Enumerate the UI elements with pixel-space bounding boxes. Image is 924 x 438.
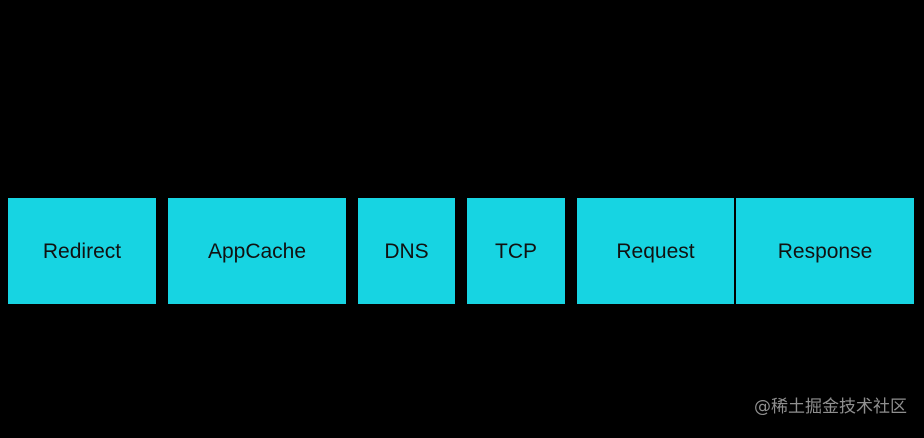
stage-label: Request xyxy=(616,239,695,263)
stage-label: Redirect xyxy=(42,239,122,263)
stage-label: Response xyxy=(777,239,873,263)
stage-tcp: TCP xyxy=(467,198,565,304)
stage-label: TCP xyxy=(495,239,537,263)
watermark-text: @稀土掘金技术社区 xyxy=(754,397,907,417)
stage-appcache: AppCache xyxy=(168,198,346,304)
stage-label: AppCache xyxy=(207,239,307,263)
stage-redirect: Redirect xyxy=(8,198,156,304)
stage-label: DNS xyxy=(384,239,429,263)
stage-request: Request xyxy=(577,198,734,304)
stage-response: Response xyxy=(736,198,914,304)
stage-dns: DNS xyxy=(358,198,455,304)
